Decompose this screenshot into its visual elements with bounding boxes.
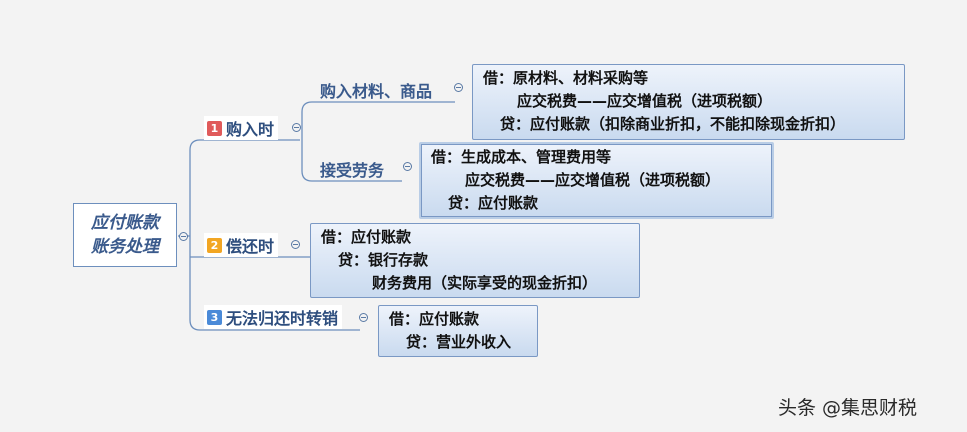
root-line-2: 账务处理 — [91, 237, 159, 257]
entry-box-repay[interactable]: 借：应付账款 贷：银行存款 财务费用（实际享受的现金折扣） — [310, 223, 640, 298]
subtopic-services-toggle[interactable] — [403, 162, 412, 171]
entry-line: 借：生成成本、管理费用等 — [431, 148, 612, 166]
entry-box-writeoff[interactable]: 借：应付账款 贷：营业外收入 — [378, 305, 538, 357]
branch-purchase[interactable]: 1 购入时 — [204, 116, 279, 140]
root-node[interactable]: 应付账款 账务处理 — [73, 203, 177, 267]
entry-line: 应交税费——应交增值税（进项税额） — [465, 171, 721, 189]
subtopic-materials[interactable]: 购入材料、商品 — [320, 82, 433, 101]
entry-line: 贷：应付账款 — [448, 194, 539, 212]
root-line-1: 应付账款 — [91, 213, 159, 233]
branch-writeoff[interactable]: 3 无法归还时转销 — [204, 305, 343, 329]
entry-box-materials[interactable]: 借：原材料、材料采购等 应交税费——应交增值税（进项税额） 贷：应付账款（扣除商… — [472, 64, 905, 140]
subtopic-services[interactable]: 接受劳务 — [320, 161, 385, 180]
branch-writeoff-label: 无法归还时转销 — [226, 309, 339, 328]
entry-line: 借：原材料、材料采购等 — [483, 69, 649, 87]
branch-repay[interactable]: 2 偿还时 — [204, 233, 279, 257]
priority-badge-1: 1 — [207, 120, 222, 136]
entry-line: 借：应付账款 — [321, 228, 412, 246]
entry-box-services[interactable]: 借：生成成本、管理费用等 应交税费——应交增值税（进项税额） 贷：应付账款 — [419, 142, 774, 219]
entry-line: 应交税费——应交增值税（进项税额） — [517, 92, 773, 110]
entry-line: 财务费用（实际享受的现金折扣） — [372, 274, 598, 292]
watermark: 头条 @集思财税 — [778, 397, 918, 419]
root-collapse-toggle[interactable] — [179, 232, 188, 241]
entry-line: 贷：营业外收入 — [406, 333, 512, 351]
branch-repay-toggle[interactable] — [291, 240, 300, 249]
entry-line: 借：应付账款 — [389, 310, 480, 328]
entry-line: 贷：应付账款（扣除商业折扣，不能扣除现金折扣） — [500, 115, 846, 133]
priority-badge-3: 3 — [207, 309, 222, 325]
priority-badge-2: 2 — [207, 237, 222, 253]
subtopic-materials-toggle[interactable] — [454, 83, 463, 92]
branch-purchase-label: 购入时 — [226, 120, 275, 139]
entry-line: 贷：银行存款 — [338, 251, 429, 269]
branch-writeoff-toggle[interactable] — [359, 313, 368, 322]
branch-purchase-toggle[interactable] — [292, 123, 301, 132]
branch-repay-label: 偿还时 — [226, 237, 275, 256]
